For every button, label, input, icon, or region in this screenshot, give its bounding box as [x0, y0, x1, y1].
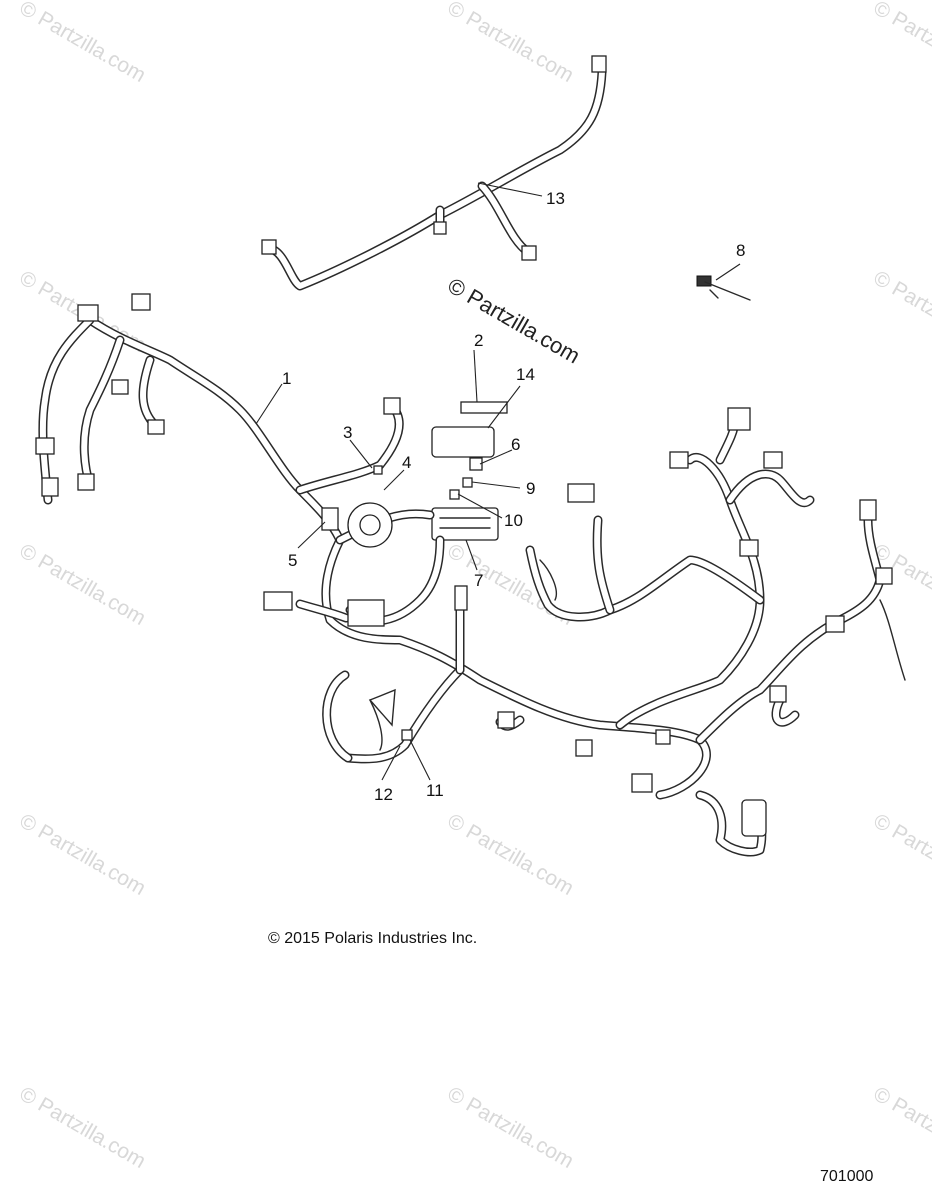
part-1-main-harness	[35, 293, 906, 857]
callout-1: 1	[282, 369, 291, 388]
connector	[631, 773, 653, 793]
connector	[521, 245, 537, 261]
watermark: © Partzilla.com	[16, 1082, 150, 1173]
relay-block	[347, 599, 385, 627]
part-11-clip	[368, 688, 396, 727]
callout-4: 4	[402, 453, 411, 472]
part-7-fuse-box	[431, 507, 499, 541]
connector	[433, 221, 447, 235]
center-watermark: © Partzilla.com	[444, 273, 585, 369]
watermark: © Partzilla.com	[444, 809, 578, 900]
connector	[497, 711, 515, 729]
connector	[763, 451, 783, 469]
connector	[575, 739, 593, 757]
callout-3: 3	[343, 423, 352, 442]
callout-5: 5	[288, 551, 297, 570]
callout-labels: 1 2 3 4 5 6 7 8 9 10 11 12 13 14	[282, 189, 745, 804]
connector	[261, 239, 277, 255]
connector	[739, 539, 759, 557]
part-9-fuse	[462, 477, 473, 488]
connector	[111, 379, 129, 395]
connector	[263, 591, 293, 611]
callout-10: 10	[504, 511, 523, 530]
connector	[669, 451, 689, 469]
watermark: © Partzilla.com	[16, 809, 150, 900]
connector	[454, 585, 468, 611]
connector	[769, 685, 787, 703]
part-14-cover	[431, 426, 495, 458]
bracket-parts	[321, 465, 393, 627]
part-5-clip	[321, 507, 339, 531]
part-8-sensor	[696, 275, 751, 301]
diagram-reference-number: 701000	[820, 1168, 874, 1185]
watermark: © Partzilla.com	[444, 1082, 578, 1173]
part-6-relay	[469, 457, 483, 471]
connector	[741, 799, 767, 837]
callout-9: 9	[526, 479, 535, 498]
connector	[41, 477, 59, 497]
callout-14: 14	[516, 365, 535, 384]
watermark: © Partzilla.com	[444, 0, 578, 87]
copyright-notice: © 2015 Polaris Industries Inc.	[268, 930, 478, 947]
connector	[591, 55, 607, 73]
connector	[77, 473, 95, 491]
part-12-clip	[401, 729, 413, 741]
watermark: © Partzilla.com	[870, 1082, 932, 1173]
callout-13: 13	[546, 189, 565, 208]
part-10-fuse	[449, 489, 460, 500]
callout-2: 2	[474, 331, 483, 350]
part-13-upper-harness	[261, 55, 607, 291]
connector	[131, 293, 151, 311]
connector	[727, 407, 751, 431]
connector	[825, 615, 845, 633]
part-2-label	[460, 401, 508, 414]
watermark: © Partzilla.com	[870, 809, 932, 900]
connector	[655, 729, 671, 745]
watermark: © Partzilla.com	[16, 539, 150, 630]
fuse-box-assembly	[431, 401, 508, 541]
connector	[383, 397, 401, 415]
watermark: © Partzilla.com	[870, 266, 932, 357]
connector	[875, 567, 893, 585]
watermark: © Partzilla.com	[16, 0, 150, 87]
connector	[35, 437, 55, 455]
watermark: © Partzilla.com	[870, 0, 932, 87]
leader-lines	[255, 182, 741, 781]
callout-7: 7	[474, 571, 483, 590]
connector	[147, 419, 165, 435]
callout-8: 8	[736, 241, 745, 260]
callout-6: 6	[511, 435, 520, 454]
connector	[77, 304, 99, 322]
connector	[567, 483, 595, 503]
connector	[859, 499, 877, 521]
part-3-clip	[373, 465, 383, 475]
callout-12: 12	[374, 785, 393, 804]
callout-11: 11	[426, 781, 444, 800]
